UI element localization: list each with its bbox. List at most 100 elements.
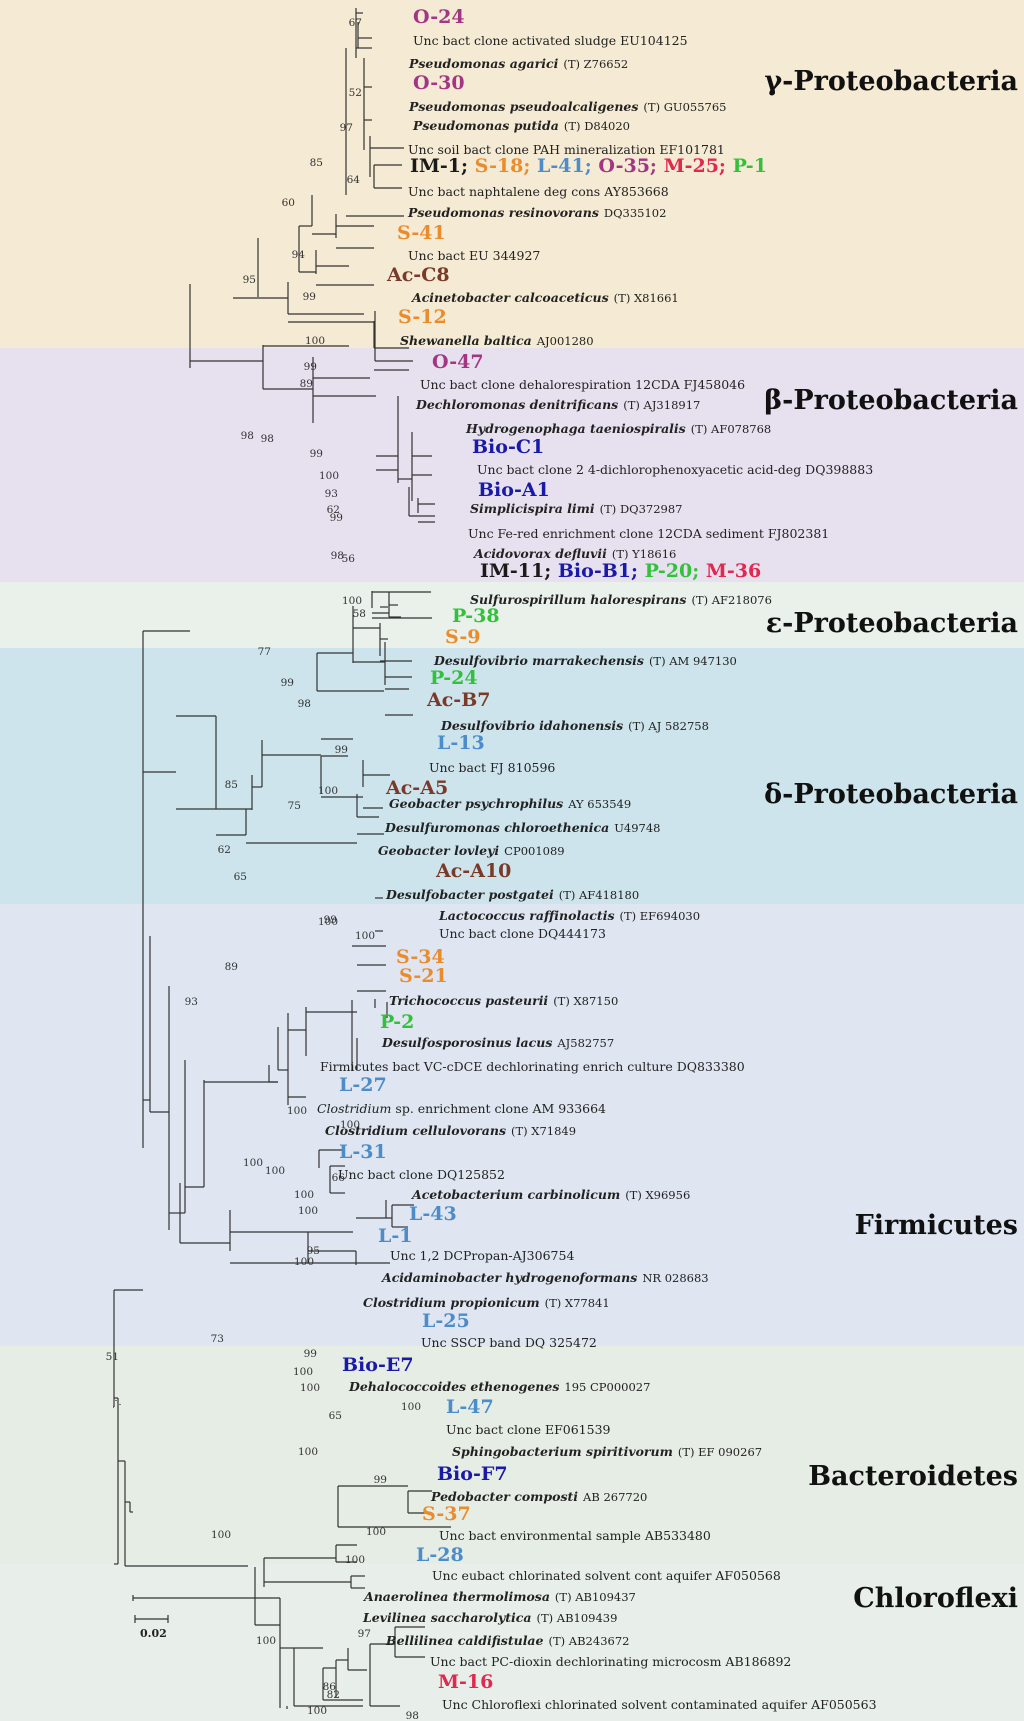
isolate-name: O-30 (413, 72, 465, 94)
species-name: Desulfovibrio marrakechensis (433, 653, 644, 668)
clone-label: Unc SSCP band DQ 325472 (421, 1335, 597, 1350)
bootstrap-value: 98 (331, 550, 344, 562)
clone-label: Unc bact clone DQ125852 (338, 1167, 505, 1182)
isolate-name: Ac-A5 (385, 777, 448, 799)
accession: NR 028683 (642, 1271, 708, 1285)
bootstrap-value: 100 (307, 1705, 327, 1717)
group-label-chloroflexi: Chloroflexi (853, 1583, 1018, 1614)
clone-label: Unc eubact chlorinated solvent cont aqui… (432, 1568, 781, 1583)
group-label-delta: δ-Proteobacteria (764, 779, 1018, 810)
isolate-label: S-12 (398, 306, 447, 328)
bootstrap-value: 100 (355, 930, 375, 942)
bootstrap-value: 100 (294, 1189, 314, 1201)
bootstrap-value: 52 (349, 87, 362, 99)
bootstrap-value: 89 (225, 961, 238, 973)
bootstrap-value: 100 (318, 916, 338, 928)
isolate-label: IM-11; Bio-B1; P-20; M-36 (480, 560, 761, 582)
species-label: Simplicispira limi(T) DQ372987 (470, 501, 683, 516)
clone-description: sp. enrichment clone AM 933664 (395, 1101, 606, 1116)
isolate-name: P-24 (430, 667, 478, 689)
isolate-name: M-16 (438, 1671, 493, 1693)
bootstrap-value: 99 (374, 1474, 387, 1486)
isolate-label: L-25 (422, 1310, 470, 1332)
band-firmicutes (0, 904, 1024, 1346)
bootstrap-value: 77 (258, 646, 271, 658)
isolate-name: Bio-F7 (437, 1463, 508, 1485)
species-name: Pseudomonas pseudoalcaligenes (408, 99, 638, 114)
isolate-label: Ac-C8 (386, 264, 450, 286)
bootstrap-value: 94 (292, 249, 306, 261)
isolate-name: S-12 (398, 306, 447, 328)
isolate-label: S-34 (396, 946, 445, 968)
species-name: Pseudomonas putida (412, 118, 559, 133)
isolate-label: P-38 (452, 605, 500, 627)
bootstrap-value: 98 (406, 1710, 419, 1721)
isolate-label: Bio-E7 (342, 1354, 414, 1376)
accession: (T) AJ318917 (623, 398, 700, 412)
isolate-name: M-36 (706, 560, 761, 582)
accession: AY 653549 (567, 797, 631, 811)
bootstrap-value: 99 (304, 1348, 317, 1360)
isolate-name: O-35; (598, 155, 663, 177)
bootstrap-value: 64 (347, 174, 361, 186)
bootstrap-value: 100 (300, 1382, 320, 1394)
isolate-name: S-34 (396, 946, 445, 968)
accession: (T) AB109439 (536, 1611, 617, 1625)
isolate-name: M-25; (664, 155, 733, 177)
bootstrap-value: 99 (281, 677, 294, 689)
clone-label: Unc bact naphtalene deg cons AY853668 (408, 184, 669, 199)
isolate-label: Ac-B7 (426, 689, 490, 711)
species-name: Pseudomonas resinovorans (407, 205, 599, 220)
accession: (T) EF694030 (619, 909, 700, 923)
bootstrap-value: 99 (330, 512, 343, 524)
bootstrap-value: 100 (298, 1205, 318, 1217)
bootstrap-value: 100 (318, 785, 338, 797)
species-name: Trichococcus pasteurii (389, 993, 548, 1008)
isolate-name: Bio-B1; (558, 560, 645, 582)
isolate-name: Bio-A1 (478, 479, 550, 501)
isolate-name: S-21 (399, 965, 448, 987)
isolate-label: S-41 (397, 222, 446, 244)
bootstrap-value: 85 (310, 157, 323, 169)
accession: (T) X71849 (511, 1124, 576, 1138)
accession: CP001089 (504, 844, 564, 858)
isolate-name: L-43 (409, 1203, 457, 1225)
isolate-name: IM-1; (410, 155, 475, 177)
group-label-firmicutes: Firmicutes (855, 1210, 1018, 1241)
accession: (T) AB109437 (555, 1590, 636, 1604)
bootstrap-value: 82 (327, 1689, 340, 1701)
isolate-label: Bio-C1 (472, 436, 544, 458)
clone-label: Unc bact clone DQ444173 (439, 926, 606, 941)
isolate-name: L-28 (416, 1544, 464, 1566)
isolate-label: S-9 (445, 626, 481, 648)
accession: (T) Y18616 (612, 547, 676, 561)
accession: (T) DQ372987 (600, 502, 683, 516)
species-label: Lactococcus raffinolactis(T) EF694030 (438, 908, 700, 923)
accession: 195 CP000027 (564, 1380, 650, 1394)
accession: (T) X77841 (545, 1296, 610, 1310)
isolate-name: L-13 (437, 732, 485, 754)
bootstrap-value: 100 (340, 1119, 360, 1131)
isolate-name: L-25 (422, 1310, 470, 1332)
bootstrap-value: 99 (310, 448, 323, 460)
species-label: Pseudomonas agarici(T) Z76652 (408, 56, 628, 71)
isolate-name: Bio-E7 (342, 1354, 414, 1376)
species-label: Bellilinea caldifistulae(T) AB243672 (385, 1633, 629, 1648)
species-label: Sulfurospirillum halorespirans(T) AF2180… (470, 592, 772, 607)
bootstrap-value: 100 (256, 1635, 276, 1647)
isolate-name: S-41 (397, 222, 446, 244)
bootstrap-value: 93 (185, 996, 198, 1008)
isolate-name: S-37 (422, 1503, 471, 1525)
isolate-name: L-47 (446, 1396, 494, 1418)
group-label-beta: β-Proteobacteria (764, 385, 1018, 416)
group-label-epsilon: ε-Proteobacteria (766, 608, 1018, 639)
isolate-name: Bio-C1 (472, 436, 544, 458)
isolate-label: L-43 (409, 1203, 457, 1225)
accession: (T) X96956 (625, 1188, 690, 1202)
bootstrap-value: 100 (287, 1105, 307, 1117)
